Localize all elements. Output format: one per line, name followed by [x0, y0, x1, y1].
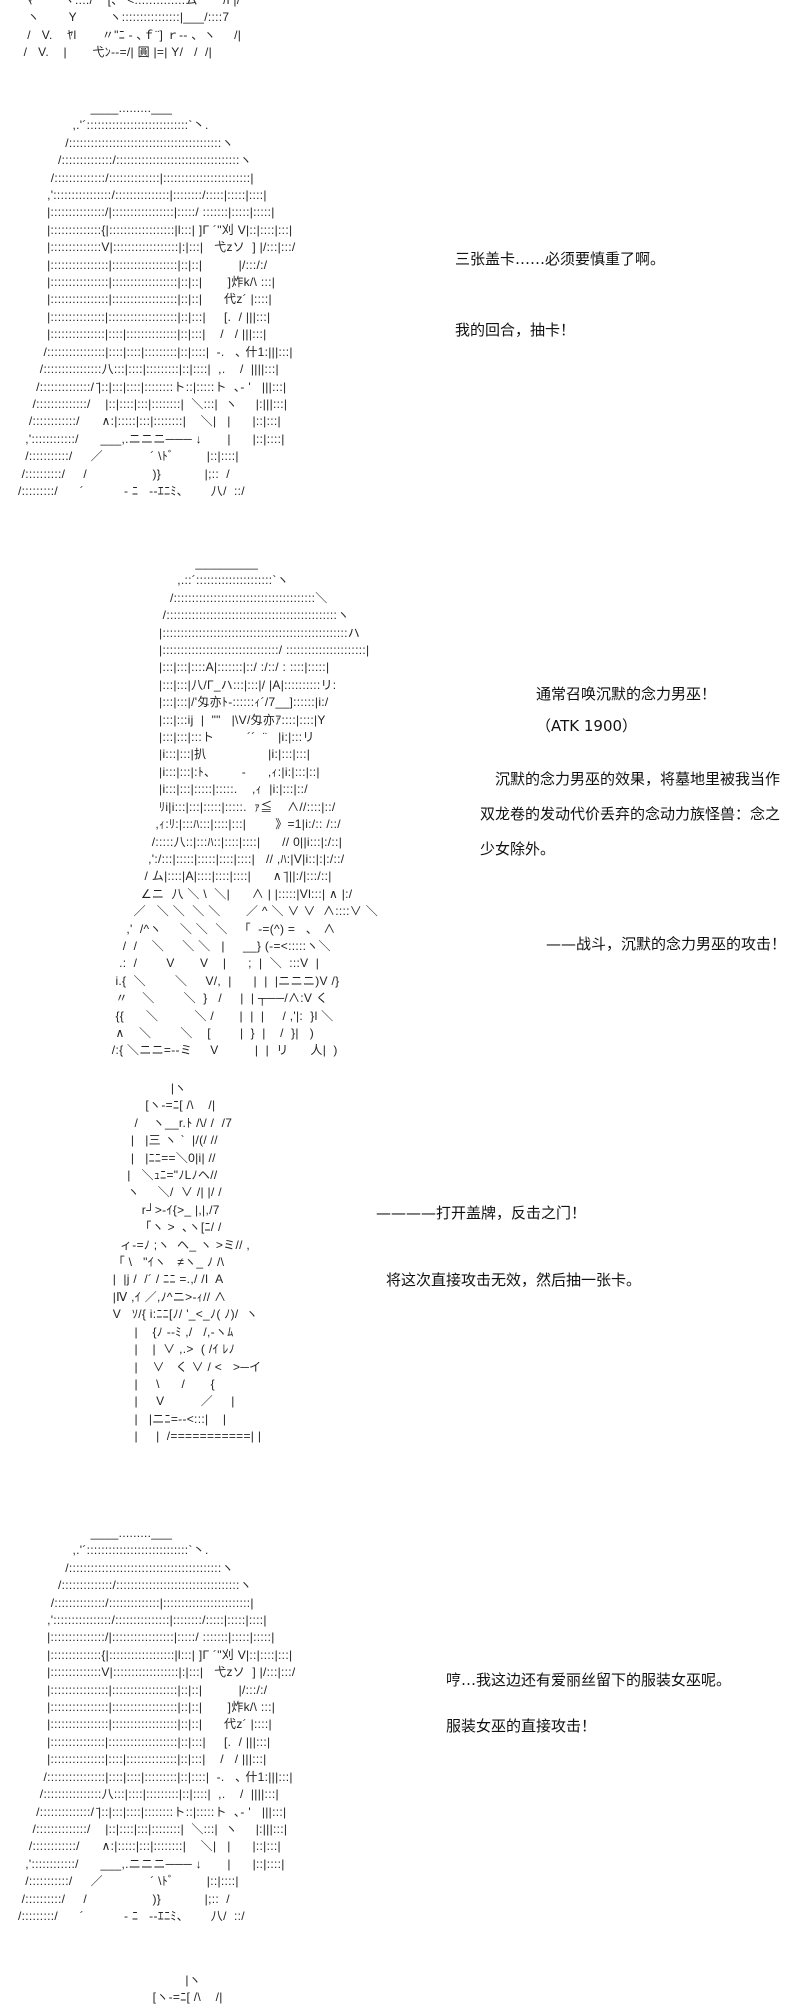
- dialogue-p4-line1: 哼…我这边还有爱丽丝留下的服装女巫呢。: [446, 1671, 732, 1689]
- ascii-art-boy2-panel3: |ヽ [ヽ‐=ﾆ[ /\ /| / ヽ__r.ﾄ /\/ / /7 | |三 ヽ…: [112, 1081, 262, 1444]
- dialogue-p2-effect: 沉默的念力男巫的效果，将墓地里被我当作双龙卷的发动代价丢弃的念动力族怪兽：念之少…: [480, 770, 781, 858]
- dialogue-p2-battle: ——战斗，沉默的念力男巫的攻击！: [546, 935, 787, 953]
- dialogue-p2-atk: （ATK 1900）: [536, 717, 638, 735]
- ascii-art-bottom-fragment: |ヽ [ヽ‐=ﾆ[ /\ /|: [152, 1973, 223, 2005]
- dialogue-p3-trap: ————打开盖牌，反击之门！: [376, 1204, 587, 1222]
- dialogue-p1-line2: 我的回合，抽卡！: [455, 321, 576, 339]
- ascii-art-girl-panel1: ____.........___ ,.'´:::::::::::::::::::…: [18, 101, 296, 498]
- ascii-art-top-fragment: ﾏ ヽ::::/ [、 <::::::::::::::ム /l |/ ヽ Y ヽ…: [23, 0, 242, 60]
- dialogue-p4-line2: 服装女巫的直接攻击！: [446, 1717, 597, 1735]
- ascii-art-boy-panel2: _________ ,.::´:::::::::::::::::::::`ヽ /…: [111, 556, 378, 1058]
- ascii-art-girl-panel4: ____.........___ ,.'´:::::::::::::::::::…: [18, 1526, 296, 1923]
- dialogue-p2-summon: 通常召唤沉默的念力男巫！: [536, 685, 717, 703]
- dialogue-p3-desc: 将这次直接攻击无效，然后抽一张卡。: [386, 1271, 642, 1289]
- dialogue-p1-line1: 三张盖卡……必须要慎重了啊。: [455, 250, 666, 268]
